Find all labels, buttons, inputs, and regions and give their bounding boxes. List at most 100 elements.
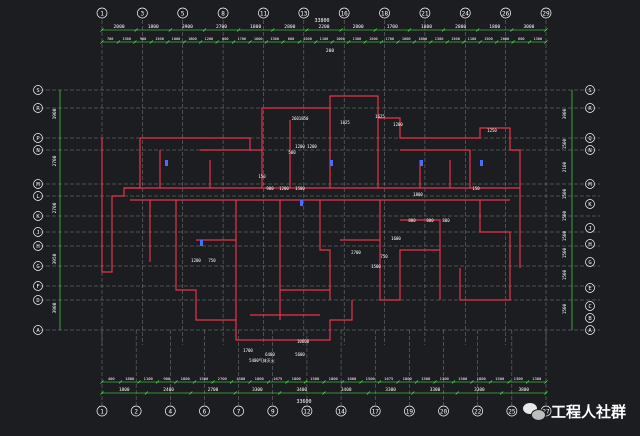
dimension-tick [445, 40, 450, 44]
bottom-note: 5400气体灭火 [249, 357, 275, 363]
dimension-text: 3300 [252, 387, 263, 393]
dimension-tick [144, 391, 149, 395]
dimension-text: 2000 [114, 24, 125, 30]
axis-bubble-left [33, 133, 43, 143]
dimension-text: 2700 [218, 376, 228, 381]
axis-bubble-bottom [199, 405, 210, 417]
dimension-tick [478, 40, 482, 44]
axis-label-left: P [36, 136, 40, 142]
plan-dimension-label: 750 [208, 258, 216, 263]
dimension-text: 1800 [125, 376, 135, 381]
wall-segment [101, 138, 141, 273]
dimension-lines [59, 28, 573, 395]
dimension-text-left: 2700 [52, 155, 58, 166]
axis-label-left: K [36, 214, 40, 220]
wall-segment [200, 149, 471, 188]
dimension-text-left: 3900 [52, 302, 58, 313]
plan-dimension-label: 1200 [295, 144, 305, 149]
axis-bubble-bottom [164, 405, 176, 417]
plan-dimension-label: 1800 [413, 192, 423, 197]
axis-label-bottom: 22 [474, 409, 482, 416]
dimension-text: 2200 [318, 24, 329, 30]
axis-bubble-top [419, 7, 431, 19]
axis-label-right: B [588, 316, 592, 322]
dimension-text: 1500 [421, 376, 431, 381]
dimension-text: 1800 [403, 376, 413, 381]
plan-dimension-label: 5600 [295, 352, 305, 357]
dimension-text: 2000 [501, 37, 510, 41]
axis-bubble-top [96, 7, 108, 19]
dimension-text: 3800 [519, 387, 530, 393]
plan-dimension-label: 2700 [351, 250, 361, 255]
axis-bubble-top [137, 7, 148, 19]
wall-segment [459, 200, 511, 301]
axis-bubble-top [540, 7, 552, 19]
dimension-tick [511, 40, 515, 44]
wall-segment [261, 108, 379, 188]
plan-dimension-label: 500 [288, 150, 296, 155]
axis-label-bottom: 12 [303, 409, 311, 416]
dimension-tick [544, 40, 548, 44]
dimension-tick [488, 380, 493, 384]
dimension-text: 1200 [205, 37, 214, 41]
dimension-text: 3900 [182, 24, 193, 30]
dimension-tick [411, 391, 415, 395]
plan-dimension-label: 150 [472, 186, 480, 191]
dimension-text: 1800 [188, 37, 197, 41]
dimension-tick [339, 28, 343, 32]
column-mark [300, 200, 303, 206]
top-small-dimension: 200 [326, 48, 334, 54]
dimension-tick [100, 40, 104, 44]
dimension-tick [441, 28, 446, 32]
axis-bubble-bottom [96, 405, 108, 417]
dimension-text-right: 1500 [562, 210, 568, 221]
dimension-text: 900 [140, 37, 147, 41]
dimension-text: 1500 [155, 37, 164, 41]
axis-bubble-right [585, 283, 595, 293]
dimension-tick [462, 40, 466, 44]
dimension-tick [429, 40, 433, 44]
wechat-watermark: 工程人社群 [522, 401, 626, 422]
dimension-text: 1500 [369, 37, 378, 41]
axis-bubble-right [585, 223, 595, 233]
dimension-tick [229, 380, 234, 384]
plan-dimension-label: 1500 [371, 264, 381, 269]
axis-bubble-left [33, 85, 43, 95]
axis-bubble-right [585, 199, 595, 209]
dimension-tick [182, 40, 186, 44]
dimension-text: 1500 [199, 376, 209, 381]
axis-label-top: 29 [542, 11, 550, 18]
dimension-text: 2800 [353, 24, 364, 30]
plan-dimension-label: 900 [266, 186, 274, 191]
axis-label-right: E [588, 286, 591, 292]
dimension-tick [494, 40, 499, 44]
dimension-text: 3000 [523, 24, 534, 30]
dimension-text: 1000 [347, 376, 357, 381]
dimension-tick [100, 380, 104, 384]
axis-bubble-right [585, 239, 595, 249]
dimension-text: 600 [288, 37, 295, 41]
dimension-text: 1300 [122, 37, 131, 41]
dimension-tick [116, 40, 121, 44]
column-mark [330, 160, 333, 166]
dimension-text: 1800 [421, 24, 432, 30]
dimension-text: 1800 [119, 387, 130, 393]
dimension-tick [215, 40, 219, 44]
axis-label-bottom: 27 [542, 409, 550, 416]
dimension-tick [363, 40, 367, 44]
axis-label-left: F [36, 284, 39, 290]
dimension-tick [346, 40, 351, 44]
dimension-text: 1700 [387, 24, 398, 30]
dimension-tick [168, 28, 173, 32]
dimension-text: 3300 [474, 387, 485, 393]
dimension-tick [248, 40, 252, 44]
axis-bubble-right [585, 325, 595, 335]
dimension-tick [281, 40, 285, 44]
axis-bubble-left [33, 227, 43, 237]
wall-segment [379, 200, 441, 301]
dimension-text: 600 [222, 37, 229, 41]
axis-label-right: M [588, 182, 592, 188]
dimension-tick [297, 40, 302, 44]
dimension-tick [314, 40, 318, 44]
